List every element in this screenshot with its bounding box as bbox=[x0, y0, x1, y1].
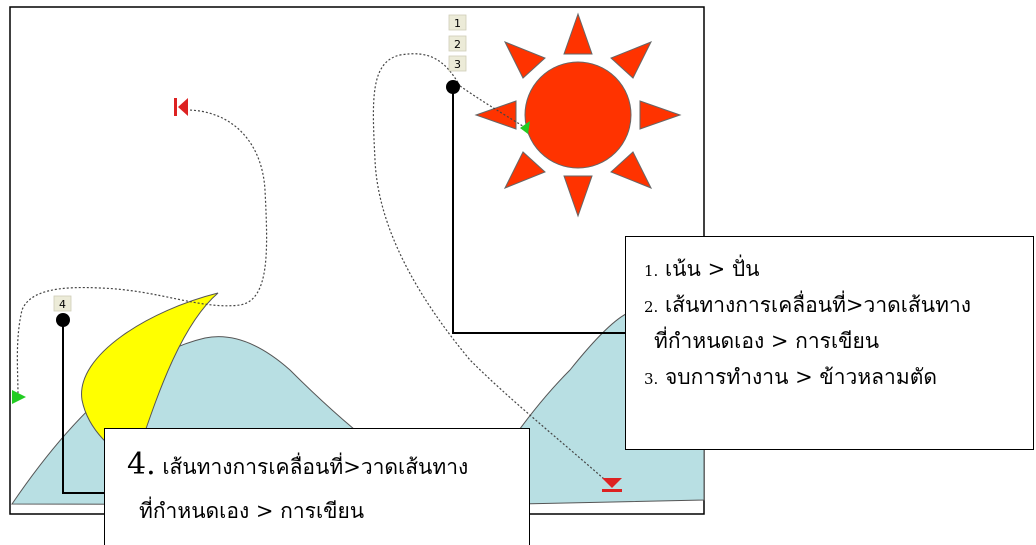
step-number: 2. bbox=[644, 298, 659, 316]
leader-dot-sun bbox=[446, 80, 460, 94]
motion-path-sun-start bbox=[459, 85, 527, 129]
order-tag-3[interactable]: 3 bbox=[448, 55, 467, 72]
step-number: 4. bbox=[127, 447, 156, 482]
step-number: 3. bbox=[644, 370, 659, 388]
svg-text:4: 4 bbox=[59, 298, 66, 311]
order-tag-1[interactable]: 1 bbox=[448, 14, 467, 31]
callout-line-4: 3. จบการทำงาน > ข้าวหลามตัด bbox=[644, 363, 1033, 399]
path-end-marker-moon[interactable] bbox=[174, 98, 188, 116]
step-text: ที่กำหนดเอง > การเขียน bbox=[139, 499, 365, 523]
step-text: เน้น > ปั่น bbox=[665, 257, 760, 281]
callout-line-1: 1. เน้น > ปั่น bbox=[644, 255, 1033, 291]
callout-instructions-moon: 4. เส้นทางการเคลื่อนที่>วาดเส้นทาง ที่กำ… bbox=[104, 428, 530, 545]
callout-line-2: ที่กำหนดเอง > การเขียน bbox=[127, 495, 529, 541]
callout-line-2: 2. เส้นทางการเคลื่อนที่>วาดเส้นทาง bbox=[644, 291, 1033, 327]
leader-line-sun bbox=[452, 87, 625, 334]
motion-path-moon[interactable] bbox=[16, 109, 268, 397]
leader-dot-moon bbox=[56, 313, 70, 327]
callout-line-1: 4. เส้นทางการเคลื่อนที่>วาดเส้นทาง bbox=[127, 449, 529, 495]
callout-instructions-sun: 1. เน้น > ปั่น 2. เส้นทางการเคลื่อนที่>ว… bbox=[625, 236, 1034, 450]
moon-shape[interactable] bbox=[81, 292, 219, 461]
svg-text:2: 2 bbox=[454, 38, 461, 51]
order-tag-2[interactable]: 2 bbox=[448, 35, 467, 52]
callout-line-3: ที่กำหนดเอง > การเขียน bbox=[644, 327, 1033, 363]
step-text: จบการทำงาน > ข้าวหลามตัด bbox=[665, 365, 937, 389]
sun-shape[interactable] bbox=[474, 12, 682, 218]
svg-text:3: 3 bbox=[454, 58, 461, 71]
path-end-marker-sun[interactable] bbox=[602, 478, 622, 488]
order-tag-4[interactable]: 4 bbox=[53, 295, 72, 312]
svg-text:1: 1 bbox=[454, 17, 461, 30]
path-start-marker-moon[interactable] bbox=[12, 390, 26, 404]
leader-line-moon bbox=[62, 320, 104, 494]
step-text: เส้นทางการเคลื่อนที่>วาดเส้นทาง bbox=[665, 293, 971, 317]
path-end-bar-sun bbox=[602, 489, 622, 492]
motion-path-sun[interactable] bbox=[372, 53, 613, 487]
step-number: 1. bbox=[644, 262, 659, 280]
step-text: เส้นทางการเคลื่อนที่>วาดเส้นทาง bbox=[162, 455, 469, 479]
path-start-marker-sun[interactable] bbox=[520, 121, 530, 134]
step-text: ที่กำหนดเอง > การเขียน bbox=[654, 329, 880, 353]
